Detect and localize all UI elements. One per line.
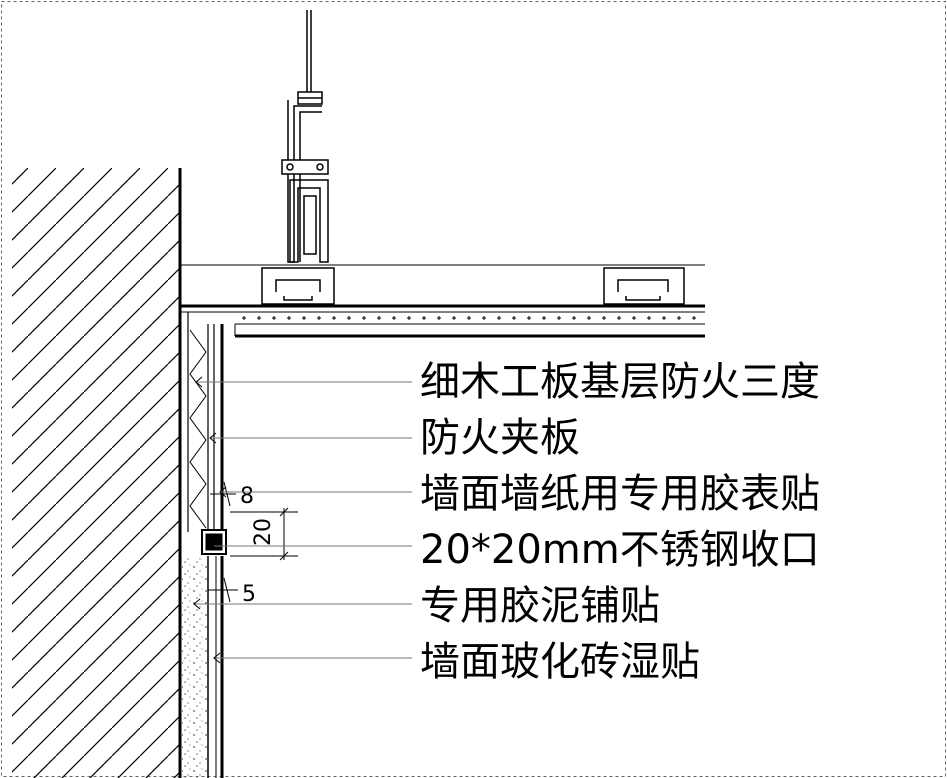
label-wallpaper-adhesive: 墙面墙纸用专用胶表贴 [420,471,820,517]
dimension-5: 5 [242,582,256,607]
stainless-steel-trim [201,529,227,555]
label-vitrified-tile: 墙面玻化砖湿贴 [420,639,700,685]
leader-lines [194,381,412,659]
label-stainless-trim: 20*20mm不锈钢收口 [420,527,820,573]
dimension-20: 20 [251,518,276,546]
ceiling-keel-left [261,267,335,305]
label-blockboard-fireproof: 细木工板基层防火三度 [420,359,820,405]
ceiling-keel-right [603,267,685,305]
tile-assembly [182,556,224,778]
dimension-8: 8 [240,484,254,509]
dimension-marks [208,481,298,603]
hanger-assembly [281,10,329,263]
ceiling-board-plus-marks [242,316,696,320]
ceiling-assembly [180,264,705,338]
blockboard-zigzag [189,329,207,529]
wall-panel-assembly [187,312,224,532]
label-fireproof-plywood: 防火夹板 [420,415,580,461]
wall-hatch [12,168,180,778]
leader-ticks [193,376,227,664]
label-tile-adhesive: 专用胶泥铺贴 [420,583,660,629]
